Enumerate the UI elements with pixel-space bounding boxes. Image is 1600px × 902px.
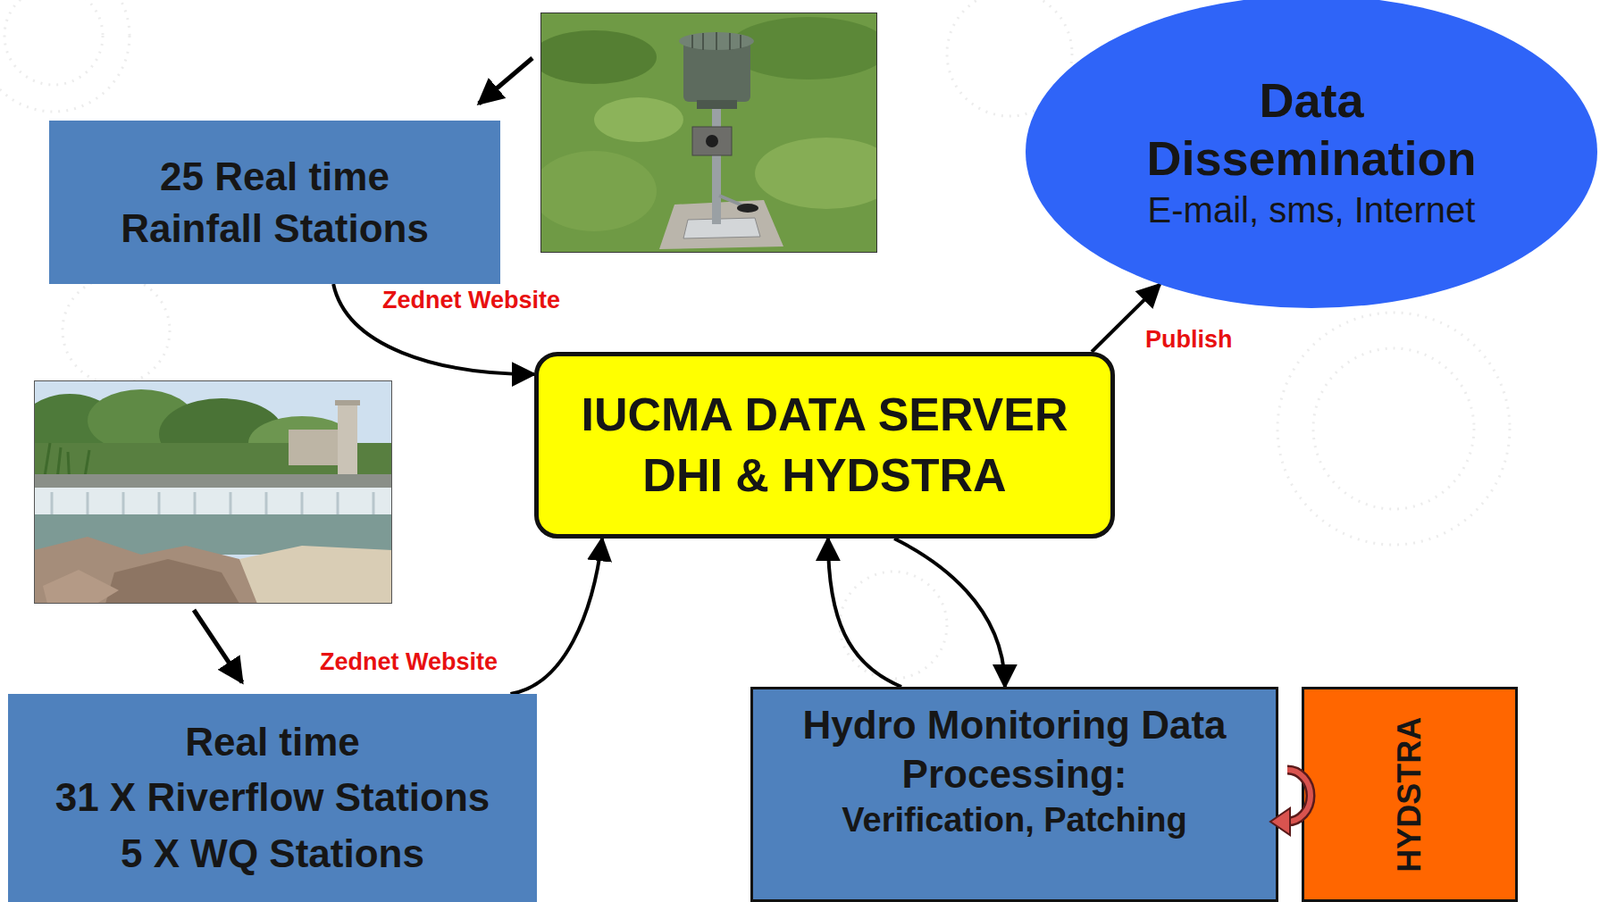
node-text: Hydro Monitoring Data Processing: — [778, 700, 1252, 799]
edge-label: Zednet Website — [316, 648, 502, 677]
node-text: IUCMA DATA SERVER DHI & HYDSTRA — [556, 385, 1093, 506]
background-pattern — [0, 0, 1510, 679]
flow-arrow — [894, 538, 1006, 687]
server-box: IUCMA DATA SERVER DHI & HYDSTRA — [534, 351, 1115, 539]
edge-label: Zednet Website — [378, 286, 564, 315]
photo-arrow — [478, 58, 533, 104]
node-text: 31 X Riverflow Stations — [55, 770, 491, 826]
node-text: Data Dissemination — [1123, 71, 1500, 188]
flow-arrow — [828, 538, 902, 687]
photo-arrow — [193, 610, 243, 683]
node-text: E-mail, sms, Internet — [1147, 187, 1476, 233]
process-box: Hydro Monitoring Data Processing:Verific… — [750, 686, 1279, 902]
node-text: 25 Real time Rainfall Stations — [96, 150, 454, 253]
node-text: 5 X WQ Stations — [120, 826, 425, 882]
rain-gauge-photo — [531, 12, 898, 253]
node-text: Real time — [184, 714, 361, 771]
node-text: Verification, Patching — [841, 798, 1187, 843]
software-box: HYDSTRA — [1301, 686, 1518, 902]
river-weir-photo — [16, 380, 393, 604]
dissemination-ellipse: Data DisseminationE-mail, sms, Internet — [1025, 0, 1598, 309]
station-box: 25 Real time Rainfall Stations — [49, 120, 501, 285]
node-text: HYDSTRA — [1391, 716, 1428, 872]
station-box: Real time31 X Riverflow Stations5 X WQ S… — [8, 694, 537, 902]
flow-arrow — [510, 538, 603, 695]
edge-label: Publish — [1141, 326, 1237, 354]
